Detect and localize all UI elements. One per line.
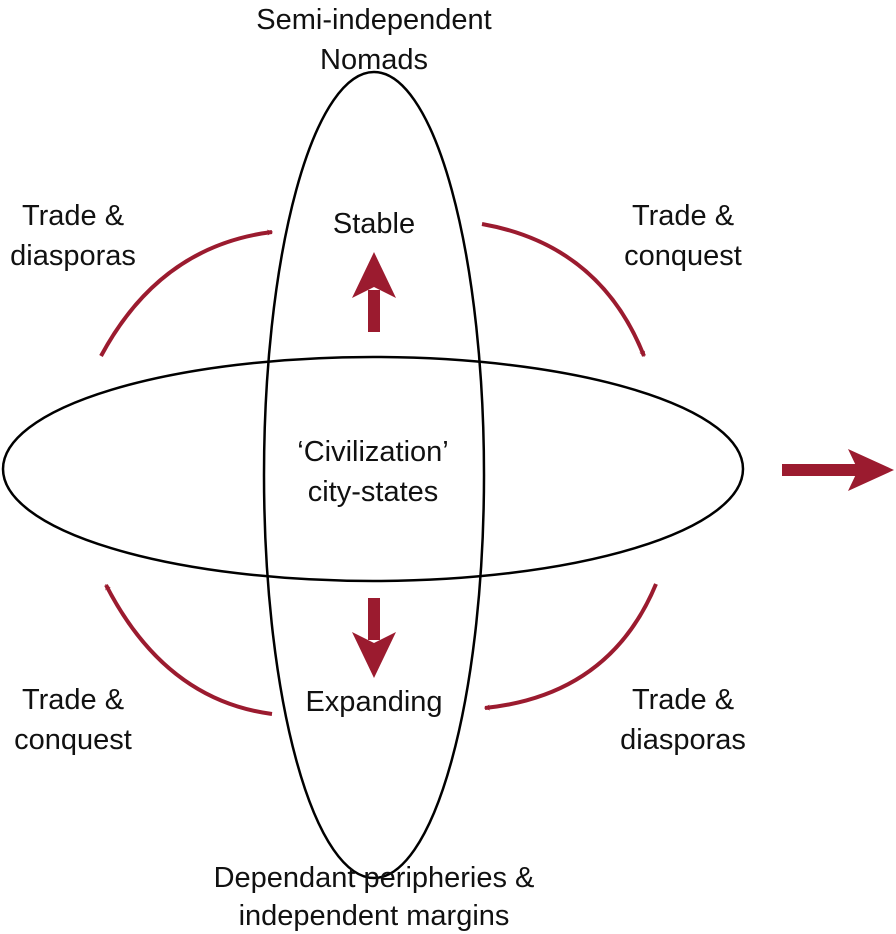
- lower-left-curved-arrow: [104, 583, 273, 716]
- lower-right-curved-arrow: [483, 583, 658, 711]
- horizontal-ellipse: [1, 355, 745, 583]
- right-arrow: [782, 449, 894, 491]
- label-center-line1: ‘Civilization’: [297, 436, 449, 468]
- label-stable: Stable: [333, 208, 415, 240]
- upper-left-curved-arrow: [99, 229, 274, 357]
- label-upper-left-line1: Trade &: [22, 200, 124, 232]
- label-bottom-line2: independent margins: [239, 900, 510, 932]
- label-center-line2: city-states: [308, 476, 439, 508]
- label-upper-right-line1: Trade &: [632, 200, 734, 232]
- upper-right-curved-arrow: [481, 222, 646, 358]
- label-upper-right-line2: conquest: [624, 240, 742, 272]
- label-lower-right-line1: Trade &: [632, 684, 734, 716]
- vertical-ellipse: [262, 70, 486, 880]
- label-expanding: Expanding: [305, 686, 442, 718]
- label-top-line2: Nomads: [320, 44, 428, 76]
- label-lower-left-line1: Trade &: [22, 684, 124, 716]
- up-arrow: [352, 252, 396, 332]
- label-lower-left-line2: conquest: [14, 724, 132, 756]
- label-upper-left-line2: diasporas: [10, 240, 136, 272]
- label-bottom-line1: Dependant peripheries &: [214, 862, 535, 894]
- label-lower-right-line2: diasporas: [620, 724, 746, 756]
- label-top-line1: Semi-independent: [256, 4, 491, 36]
- down-arrow: [352, 598, 396, 678]
